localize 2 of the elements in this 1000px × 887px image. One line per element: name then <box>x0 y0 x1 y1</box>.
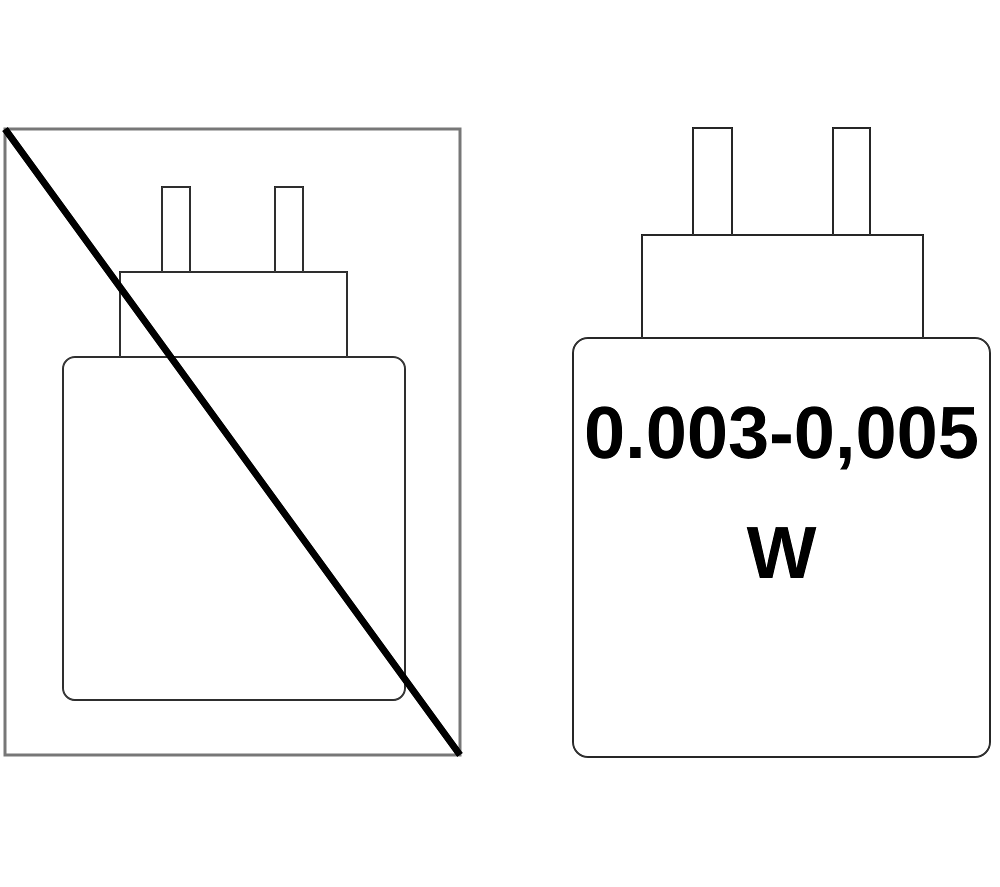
charger-body <box>572 337 991 758</box>
power-rating: 0.003-0,005 W <box>582 390 980 596</box>
